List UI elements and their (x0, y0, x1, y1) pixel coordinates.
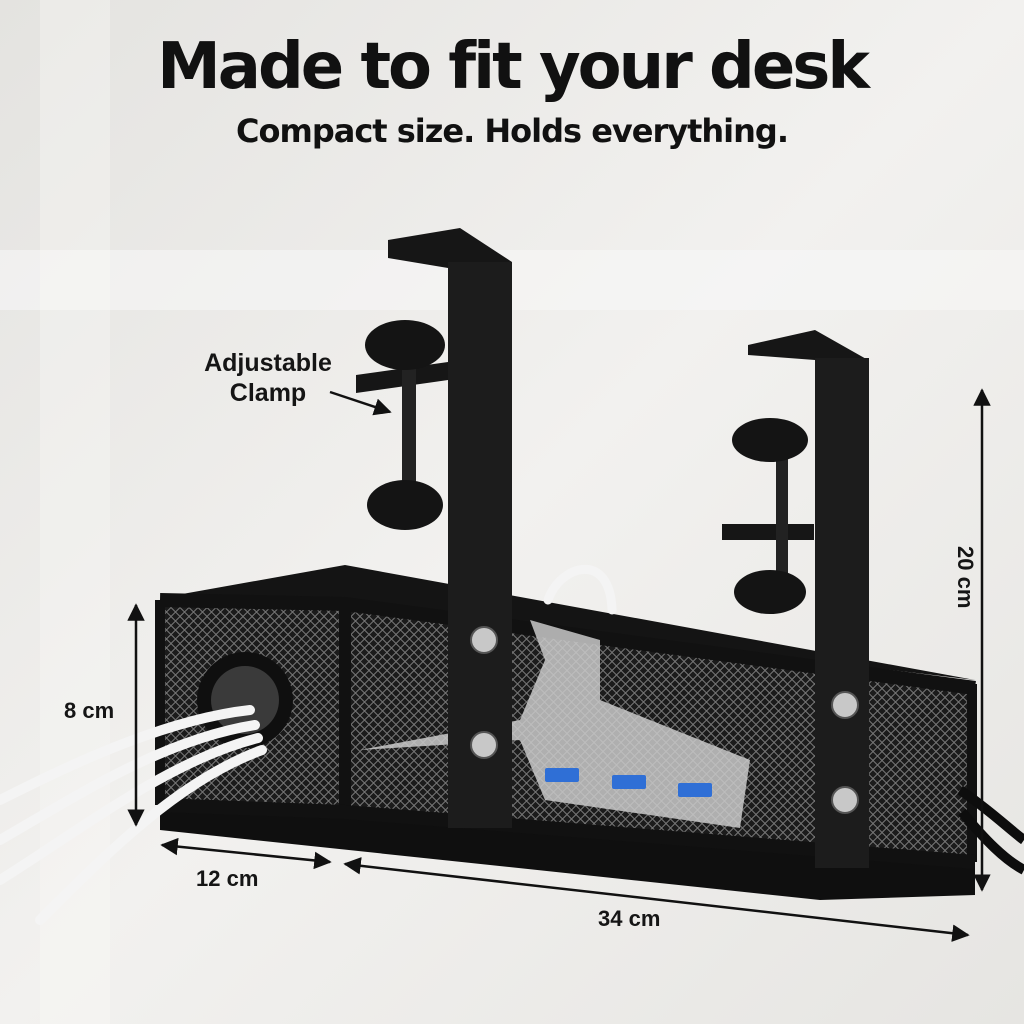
height-dimension-label: 8 cm (64, 698, 115, 723)
callout-line-1: Adjustable (204, 349, 332, 377)
usb-port (678, 783, 712, 797)
total-height-dimension-label: 20 cm (953, 546, 978, 609)
headline-title: Made to fit your desk (157, 30, 870, 104)
depth-dimension-label: 12 cm (196, 866, 259, 891)
left-clamp-bracket (356, 228, 512, 828)
usb-port (545, 768, 579, 782)
black-cables (957, 785, 1024, 875)
white-cables (0, 564, 617, 925)
headline-subtitle: Compact size. Holds everything. (236, 112, 789, 150)
callout-line-2: Clamp (229, 379, 307, 407)
adjustable-clamp-callout: Adjustable Clamp (198, 348, 338, 408)
right-clamp-bracket (722, 330, 869, 868)
length-dimension-label: 34 cm (598, 906, 661, 931)
usb-port (612, 775, 646, 789)
dimension-arrows (127, 388, 991, 942)
power-strip (360, 620, 750, 828)
